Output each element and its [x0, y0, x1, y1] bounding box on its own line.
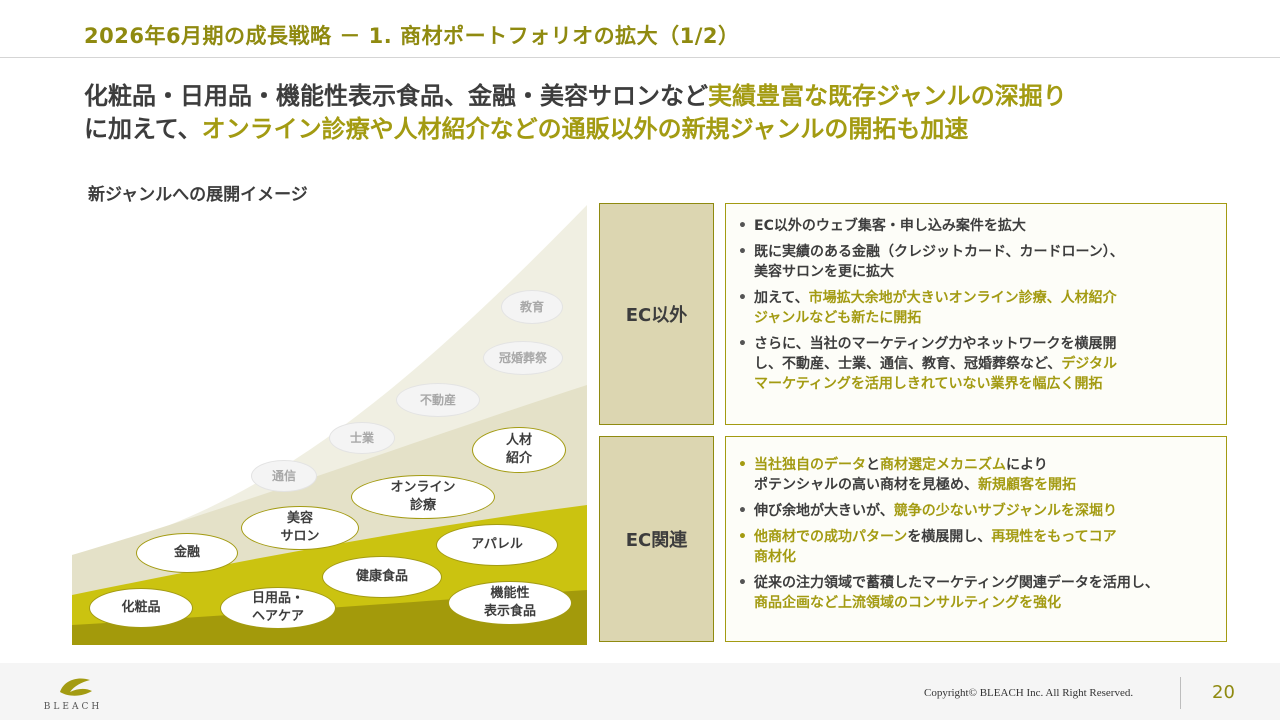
bullet-text: 既に実績のある金融（クレジットカード、カードローン）、 [754, 244, 1124, 260]
genre-bubble-kankon: 冠婚葬祭 [483, 341, 563, 375]
genre-bubble-apparel: アパレル [436, 524, 558, 566]
bullet-highlight: 商材選定メカニズム [880, 457, 1006, 473]
section-content-ec-igai: EC以外のウェブ集客・申し込み案件を拡大 既に実績のある金融（クレジットカード、… [725, 203, 1227, 425]
diagram-title: 新ジャンルへの展開イメージ [88, 185, 308, 205]
bullet-item: 伸び余地が大きいが、競争の少ないサブジャンルを深堀り [738, 501, 1218, 521]
bullet-text: を横展開し、 [907, 529, 992, 545]
bubble-label: 美容 [286, 511, 313, 526]
bullet-highlight: マーケティングを活用しきれていない業界を幅広く開拓 [754, 376, 1103, 392]
bullet-item: 従来の注力領域で蓄積したマーケティング関連データを活用し、商品企画など上流領域の… [738, 573, 1218, 613]
headline-text: に加えて、 [84, 115, 202, 143]
slide-title: 2026年6月期の成長戦略 － 1. 商材ポートフォリオの拡大（1/2） [84, 24, 740, 48]
bubble-label: 表示食品 [483, 604, 536, 619]
bullet-text: し、不動産、士業、通信、教育、冠婚葬祭など、 [754, 356, 1062, 372]
bullet-text: さらに、当社のマーケティング力やネットワークを横展開 [754, 336, 1117, 352]
bullet-text: 伸び余地が大きいが、 [754, 503, 894, 519]
genre-expansion-diagram: 教育 冠婚葬祭 不動産 士業 通信 人材紹介 オンライン診療 美容サロン 金融 … [72, 205, 587, 645]
bullet-highlight: デジタル [1061, 356, 1118, 372]
section-content-ec-kanren: 当社独自のデータと商材選定メカニズムによりポテンシャルの高い商材を見極め、新規顧… [725, 436, 1227, 642]
genre-bubble-kinyu: 金融 [136, 533, 238, 573]
genre-bubble-tsushin: 通信 [251, 460, 317, 492]
genre-bubble-kino: 機能性表示食品 [448, 581, 572, 625]
page-number: 20 [1212, 682, 1235, 703]
bullet-text: により [1006, 457, 1048, 473]
headline-highlight: オンライン診療や人材紹介などの通販以外の新規ジャンルの開拓も加速 [201, 115, 969, 143]
bubble-label: ヘアケア [251, 609, 304, 624]
bullet-text: ポテンシャルの高い商材を見極め、 [754, 477, 978, 493]
headline-text: 化粧品・日用品・機能性表示食品、金融・美容サロンなど [84, 82, 708, 110]
bullet-item: さらに、当社のマーケティング力やネットワークを横展開し、不動産、士業、通信、教育… [738, 334, 1218, 394]
logo-wordmark: BLEACH [43, 702, 103, 712]
headline-line-2: に加えて、オンライン診療や人材紹介などの通販以外の新規ジャンルの開拓も加速 [84, 113, 1067, 146]
leaf-logo-icon [60, 678, 92, 696]
bubble-label: 日用品・ [251, 591, 304, 606]
bullet-list: EC以外のウェブ集客・申し込み案件を拡大 既に実績のある金融（クレジットカード、… [738, 216, 1218, 394]
bubble-label: 人材 [505, 433, 532, 448]
headline: 化粧品・日用品・機能性表示食品、金融・美容サロンなど実績豊富な既存ジャンルの深掘… [84, 80, 1067, 146]
section-label-ec-igai: EC以外 [599, 203, 714, 425]
genre-bubble-kyoiku: 教育 [501, 290, 563, 324]
bullet-text: 美容サロンを更に拡大 [754, 264, 894, 280]
genre-bubble-biyo: 美容サロン [241, 506, 359, 550]
bubble-label: 紹介 [505, 451, 532, 466]
headline-line-1: 化粧品・日用品・機能性表示食品、金融・美容サロンなど実績豊富な既存ジャンルの深掘… [84, 80, 1067, 113]
bullet-highlight: 当社独自のデータ [754, 457, 866, 473]
bubble-label: 機能性 [490, 586, 530, 601]
bullet-highlight: 商材化 [754, 549, 796, 565]
footer-divider [1180, 677, 1181, 709]
genre-bubble-nichiyo: 日用品・ヘアケア [220, 587, 336, 629]
bullet-text: 加えて、 [754, 290, 809, 306]
section-label-ec-kanren: EC関連 [599, 436, 714, 642]
genre-bubble-jinzai: 人材紹介 [472, 427, 566, 473]
bullet-highlight: 新規顧客を開拓 [978, 477, 1076, 493]
bubble-label: サロン [280, 529, 320, 544]
bullet-text: と [866, 457, 880, 473]
bullet-text: EC以外のウェブ集客・申し込み案件を拡大 [754, 218, 1026, 234]
copyright-text: Copyright© BLEACH Inc. All Right Reserve… [924, 687, 1134, 699]
bullet-highlight: 商品企画など上流領域のコンサルティングを強化 [754, 595, 1062, 611]
headline-highlight: 実績豊富な既存ジャンルの深掘り [708, 82, 1067, 110]
bubble-label: 診療 [409, 498, 436, 513]
bullet-highlight: 競争の少ないサブジャンルを深堀り [893, 503, 1118, 519]
genre-bubble-fudosan: 不動産 [396, 383, 480, 417]
bullet-item: 当社独自のデータと商材選定メカニズムによりポテンシャルの高い商材を見極め、新規顧… [738, 455, 1218, 495]
bullet-highlight: 市場拡大余地が大きいオンライン診療、人材紹介 [808, 290, 1117, 306]
bubble-label: オンライン [390, 480, 456, 495]
bullet-highlight: 再現性をもってコア [991, 529, 1117, 545]
genre-bubble-online: オンライン診療 [351, 475, 495, 519]
genre-bubble-shigyo: 士業 [329, 422, 395, 454]
genre-bubble-kenko: 健康食品 [322, 556, 442, 598]
bleach-logo: BLEACH [38, 672, 108, 716]
title-divider [0, 57, 1280, 58]
bullet-list: 当社独自のデータと商材選定メカニズムによりポテンシャルの高い商材を見極め、新規顧… [738, 455, 1218, 613]
bullet-item: 既に実績のある金融（クレジットカード、カードローン）、美容サロンを更に拡大 [738, 242, 1218, 282]
bullet-item: EC以外のウェブ集客・申し込み案件を拡大 [738, 216, 1218, 236]
genre-bubble-kesho: 化粧品 [89, 588, 193, 628]
bullet-highlight: ジャンルなども新たに開拓 [754, 310, 922, 326]
bullet-text: 従来の注力領域で蓄積したマーケティング関連データを活用し、 [754, 575, 1159, 591]
footer-bar [0, 663, 1280, 720]
bullet-highlight: 他商材での成功パターン [754, 529, 908, 545]
